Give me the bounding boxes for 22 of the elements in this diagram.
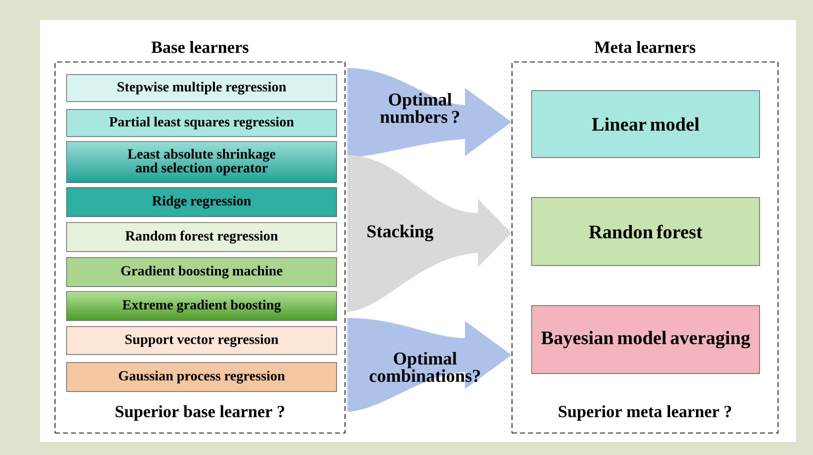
method-box: Gradient boosting machine: [66, 257, 337, 287]
group-heading: Base learners: [151, 41, 248, 53]
group-footer: Superior base learner ?: [116, 405, 284, 421]
method-box: Bayesian model averaging: [531, 305, 760, 374]
method-box: Partial least squares regression: [66, 109, 337, 137]
method-box: Randon forest: [531, 197, 760, 266]
edge-label: Optimal combinations?: [370, 352, 480, 382]
method-box: Linear model: [531, 90, 760, 158]
method-box: Gaussian process regression: [66, 362, 337, 392]
method-box: Least absolute shrinkage and selection operator: [66, 141, 337, 183]
method-box: Random forest regression: [66, 222, 337, 252]
group-footer: Superior meta learner ?: [558, 405, 732, 421]
method-box: Ridge regression: [66, 187, 337, 217]
block-arrow: [347, 318, 512, 412]
block-arrow: [347, 68, 512, 158]
edge-label: Stacking: [367, 224, 434, 242]
block-arrow: [347, 155, 512, 312]
group-heading: Meta learners: [594, 41, 696, 53]
edge-label: Optimal numbers ?: [380, 92, 460, 124]
method-box: Support vector regression: [66, 326, 337, 355]
method-box: Stepwise multiple regression: [66, 74, 337, 102]
method-box: Extreme gradient boosting: [66, 291, 337, 321]
